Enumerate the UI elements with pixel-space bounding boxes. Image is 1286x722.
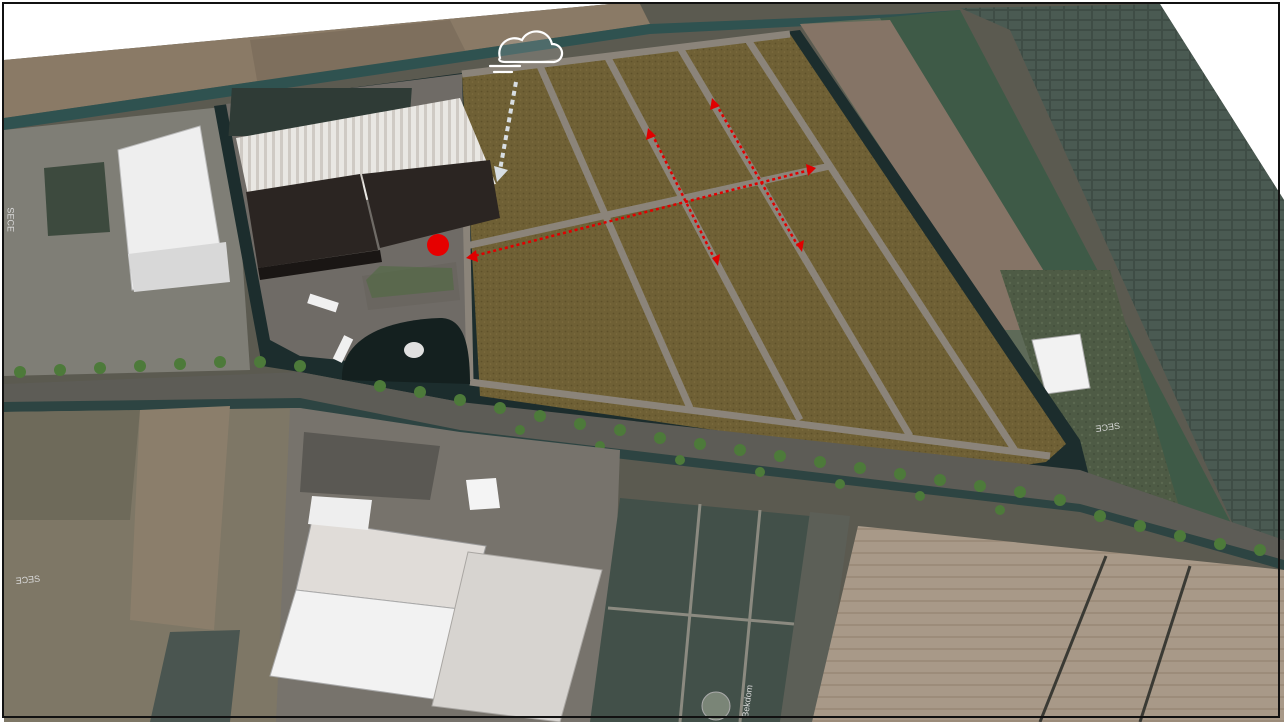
farmland-divider-1	[1038, 555, 1108, 722]
right-shed	[1031, 333, 1091, 395]
growing-field	[462, 34, 1066, 470]
farmland-divider-2	[1138, 565, 1192, 722]
side-road	[780, 512, 850, 722]
bottom-tank	[701, 691, 731, 721]
bottom-left-homes	[4, 410, 140, 520]
left-warehouse-dock	[128, 242, 230, 292]
main-road	[4, 372, 1284, 560]
yard-truck-2	[332, 335, 354, 363]
bottom-greenhouse-paths	[607, 503, 795, 722]
field-paths	[461, 30, 1051, 460]
road-label-road: Bekdom	[740, 684, 754, 718]
main-building-roof-dark-1	[246, 174, 378, 268]
farmland-top-plot	[250, 20, 470, 86]
road-label-tl: ƎƆƎS	[6, 207, 16, 232]
bare-field-right	[800, 20, 1080, 330]
yard-planting	[366, 266, 454, 298]
bottom-small-building	[308, 496, 372, 530]
bottom-left-greenhouse	[150, 630, 240, 722]
wind-cloud-icon	[488, 30, 564, 74]
main-building-facade	[258, 250, 382, 280]
distribution-arrows	[473, 103, 811, 263]
distribution-arrowheads	[466, 98, 816, 266]
main-building-roof-dark-2	[362, 160, 500, 248]
road-label-tr: ƎƆƎS	[1095, 421, 1121, 434]
bottom-left-field	[130, 406, 230, 630]
house-garden	[1000, 270, 1180, 510]
bottom-tent	[466, 478, 500, 510]
wind-arrow	[494, 81, 518, 182]
greenhouse-field-right	[960, 4, 1284, 560]
location-marker-icon[interactable]	[427, 234, 449, 256]
yard-truck-1	[307, 293, 339, 313]
left-parking	[44, 162, 110, 236]
road-label-bl: ƎƆƎS	[15, 573, 40, 586]
pond-fountain	[404, 342, 424, 358]
bottom-warehouse-east	[431, 551, 603, 722]
bottom-right-farmland	[812, 526, 1284, 722]
bottom-parking	[300, 432, 440, 500]
